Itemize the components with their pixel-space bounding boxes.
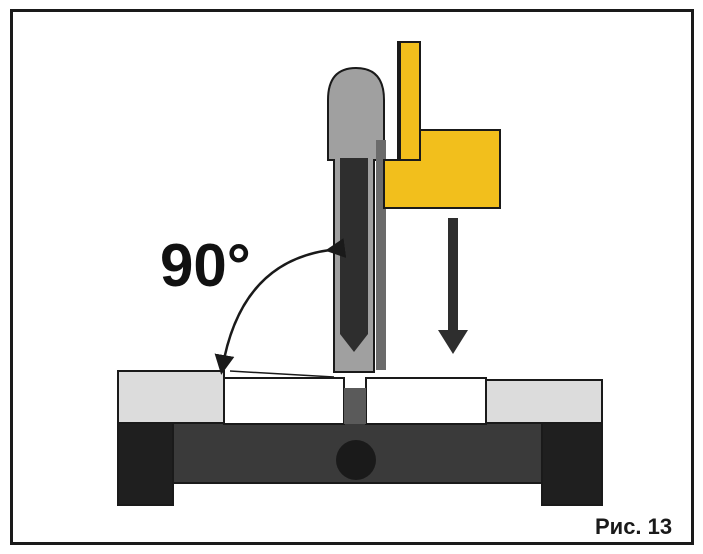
- table-left-section: [117, 370, 225, 424]
- workpiece: [223, 377, 487, 425]
- saw-handle: [383, 41, 501, 209]
- saw-blade: [340, 158, 368, 334]
- figure-caption: Рис. 13: [595, 514, 673, 539]
- blade-tip: [340, 334, 368, 352]
- workpiece-right: [365, 377, 487, 425]
- saw-base: [117, 422, 603, 506]
- table-right-section: [485, 379, 603, 424]
- yellow-handle-grip: [399, 41, 421, 161]
- angle-arc: [214, 238, 347, 375]
- fence-line: [229, 370, 335, 378]
- blade-side-edge: [376, 140, 386, 370]
- base-left-leg: [117, 422, 174, 506]
- turntable-pivot: [336, 440, 376, 480]
- saw-blade-assembly: [327, 66, 386, 373]
- kerf-slot: [344, 388, 366, 424]
- angle-label: 90°: [160, 232, 251, 299]
- workpiece-left: [223, 377, 345, 425]
- base-right-leg: [541, 422, 603, 506]
- saw-table: [117, 370, 603, 424]
- down-arrow: [438, 218, 468, 354]
